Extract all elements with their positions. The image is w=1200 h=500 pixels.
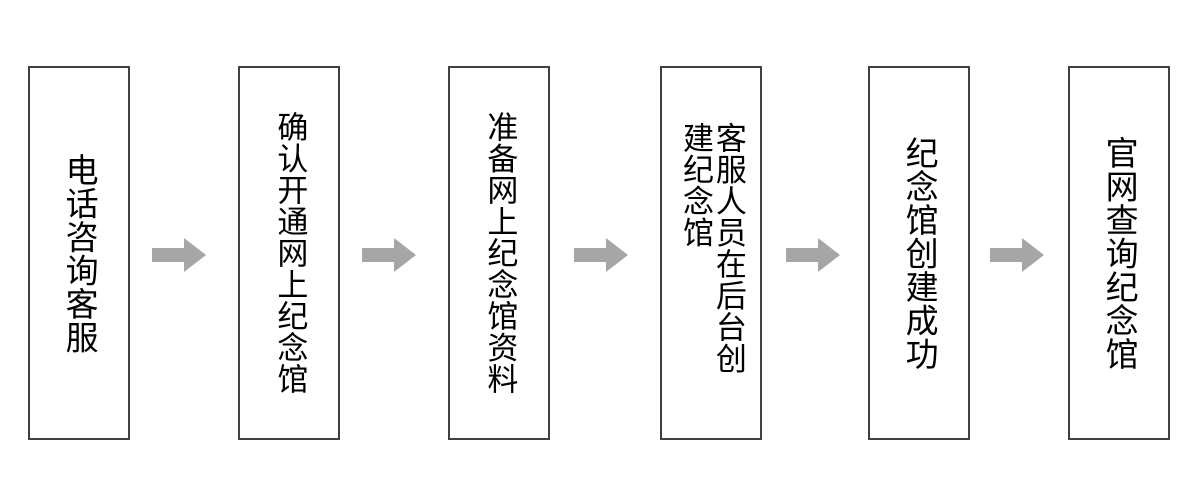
right-arrow-icon	[990, 233, 1044, 277]
flow-node-label: 电话咨询客服	[60, 152, 100, 354]
right-arrow-icon	[574, 233, 628, 277]
flow-node-label: 官网查询纪念馆	[1100, 135, 1140, 371]
flow-node-step-4[interactable]: 客服人员在后台创建纪念馆	[660, 66, 762, 440]
flow-node-step-3[interactable]: 准备网上纪念馆资料	[448, 66, 550, 440]
right-arrow-icon	[362, 233, 416, 277]
flow-node-label: 客服人员在后台创建纪念馆	[677, 122, 746, 374]
flow-node-step-2[interactable]: 确认开通网上纪念馆	[238, 66, 340, 440]
right-arrow-icon	[786, 233, 840, 277]
flow-node-label: 准备网上纪念馆资料	[481, 111, 518, 395]
right-arrow-icon	[152, 233, 206, 277]
flow-node-step-6[interactable]: 官网查询纪念馆	[1068, 66, 1170, 440]
flow-node-label: 确认开通网上纪念馆	[271, 111, 308, 395]
flow-node-step-1[interactable]: 电话咨询客服	[28, 66, 130, 440]
flow-node-label: 纪念馆创建成功	[900, 135, 940, 371]
flow-node-step-5[interactable]: 纪念馆创建成功	[868, 66, 970, 440]
